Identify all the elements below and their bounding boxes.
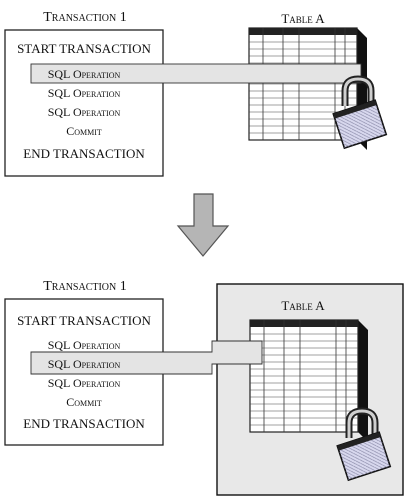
line-sql-operation-1: SQL Operation <box>48 67 121 81</box>
line-start-transaction: START TRANSACTION <box>17 41 151 56</box>
line-sql-operation-2: SQL Operation <box>48 357 121 371</box>
line-end-transaction: END TRANSACTION <box>23 416 145 431</box>
line-start-transaction: START TRANSACTION <box>17 313 151 328</box>
table-title: Table A <box>281 11 325 26</box>
line-sql-operation-2: SQL Operation <box>48 86 121 100</box>
line-end-transaction: END TRANSACTION <box>23 146 145 161</box>
transaction-title: Transaction 1 <box>43 10 127 25</box>
transaction-box <box>4 29 164 177</box>
line-sql-operation-3: SQL Operation <box>48 105 121 119</box>
top-panel: Transaction 1 Table A START TRANSACTION … <box>4 10 386 177</box>
line-commit: Commit <box>66 395 102 409</box>
down-arrow-icon <box>176 193 230 257</box>
highlight-band <box>30 340 263 375</box>
transaction-title: Transaction 1 <box>43 279 127 294</box>
highlight-band <box>30 63 362 84</box>
line-sql-operation-3: SQL Operation <box>48 376 121 390</box>
line-sql-operation-1: SQL Operation <box>48 338 121 352</box>
line-commit: Commit <box>66 124 102 138</box>
table-title: Table A <box>281 298 325 313</box>
bottom-panel: Transaction 1 Table A START TRANSACTION … <box>4 279 404 496</box>
